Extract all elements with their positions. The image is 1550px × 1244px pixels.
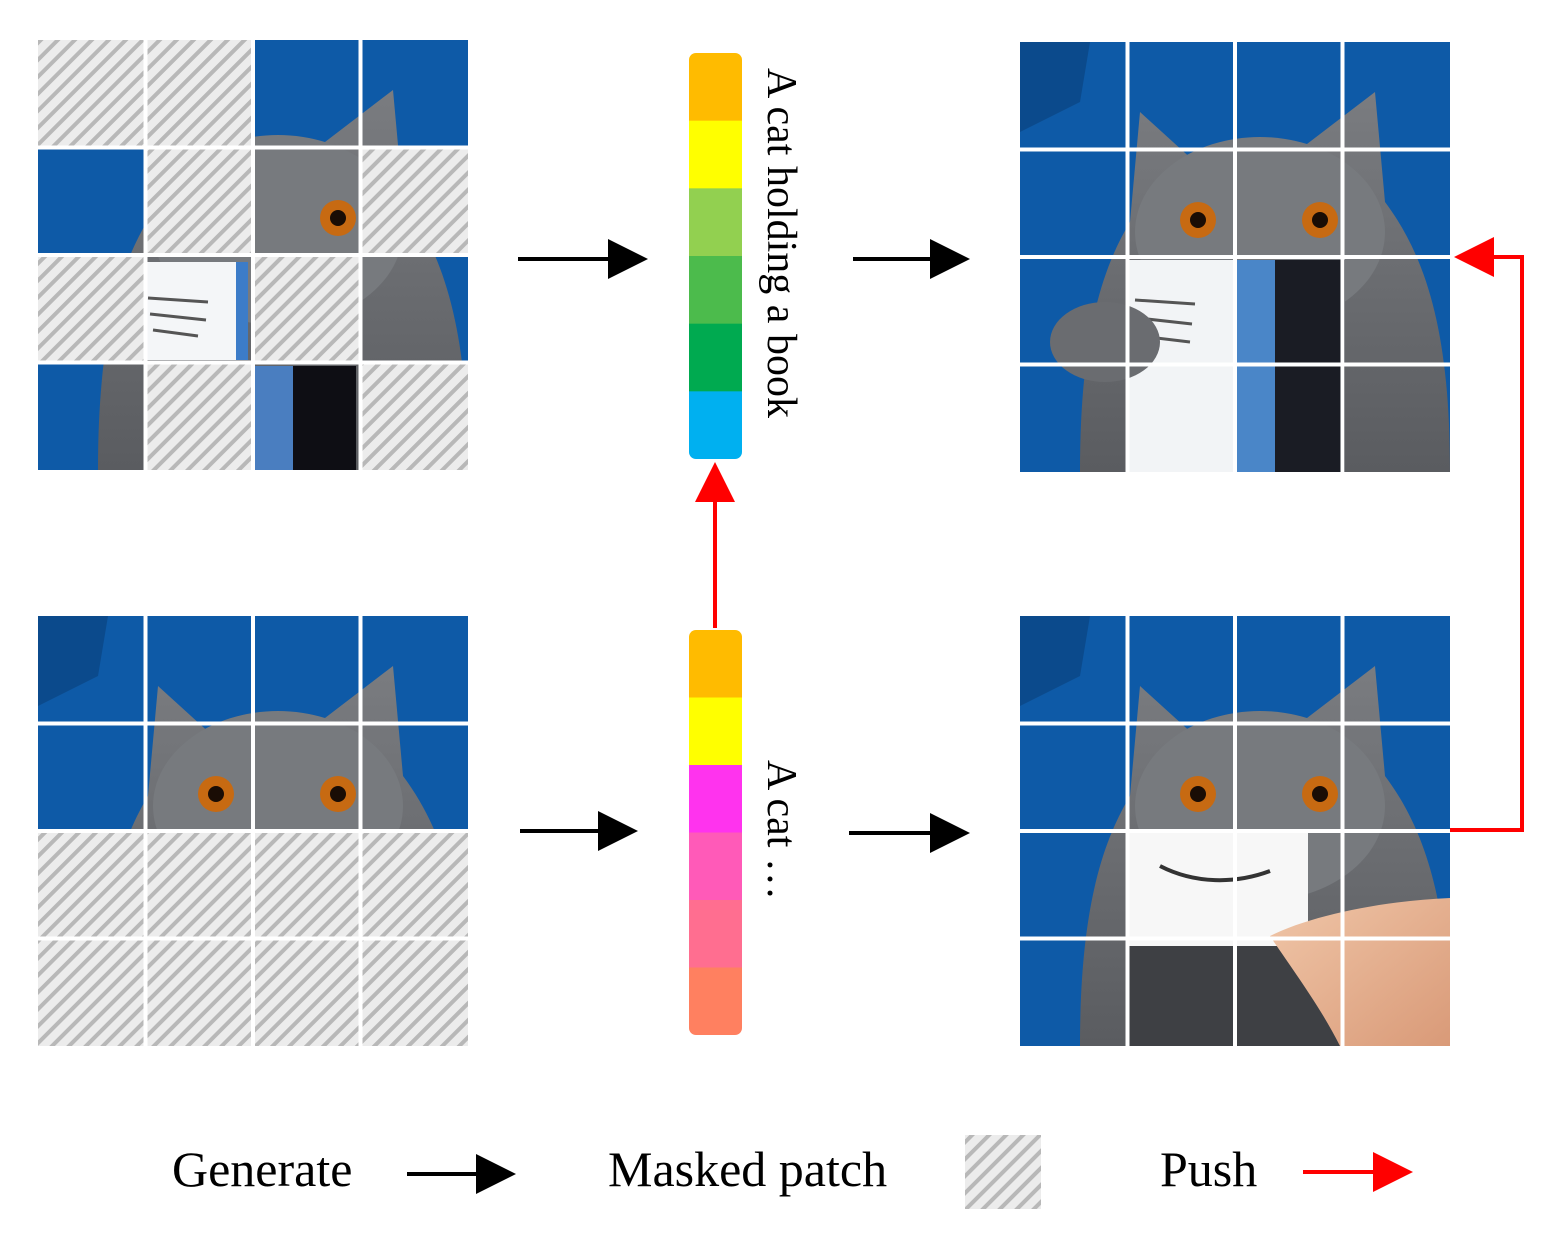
embedding-segment (689, 832, 742, 901)
bottom-text-embedding-bar (689, 630, 742, 1035)
legend-generate-label: Generate (172, 1141, 352, 1197)
masked-patch (145, 938, 253, 1046)
masked-patch (253, 255, 361, 363)
masked-patch (360, 147, 468, 255)
embedding-segment (689, 323, 742, 393)
push-arrow-image (1450, 237, 1524, 832)
masked-patch (360, 831, 468, 939)
masked-patch (253, 938, 361, 1046)
card-shape (1128, 831, 1308, 946)
embedding-segment (689, 967, 742, 1035)
embedding-segment (689, 391, 742, 459)
embedding-segment (689, 765, 742, 834)
embedding-segment (689, 188, 742, 257)
masked-patch (360, 362, 468, 470)
legend-masked-swatch (965, 1135, 1041, 1209)
masked-patch (145, 147, 253, 255)
legend-push-label: Push (1160, 1141, 1257, 1197)
masked-patch (38, 40, 146, 148)
masked-patch (360, 938, 468, 1046)
masked-patch (38, 938, 146, 1046)
masked-patch (253, 831, 361, 939)
embedding-segment (689, 256, 742, 325)
bottom-embedding-caption: A cat … (758, 760, 804, 900)
masked-patch (145, 40, 253, 148)
embedding-segment (689, 53, 742, 122)
top-text-embedding-bar (689, 53, 742, 459)
embedding-segment (689, 697, 742, 766)
legend-masked-label: Masked patch (608, 1141, 887, 1197)
top-left-masked-image (38, 40, 468, 470)
embedding-segment (689, 630, 742, 699)
masked-patch (145, 831, 253, 939)
masked-patch (38, 831, 146, 939)
bottom-left-masked-image (38, 616, 468, 1046)
bottom-right-generated-image (1020, 616, 1450, 1046)
top-embedding-caption: A cat holding a book (758, 68, 804, 418)
embedding-segment (689, 120, 742, 190)
hand-shape (1270, 898, 1450, 1046)
top-right-generated-image (1020, 42, 1450, 472)
embedding-segment (689, 900, 742, 969)
masked-patch (145, 362, 253, 470)
paw-shape (1050, 302, 1160, 382)
masked-patch (38, 255, 146, 363)
book-shape (140, 262, 248, 360)
